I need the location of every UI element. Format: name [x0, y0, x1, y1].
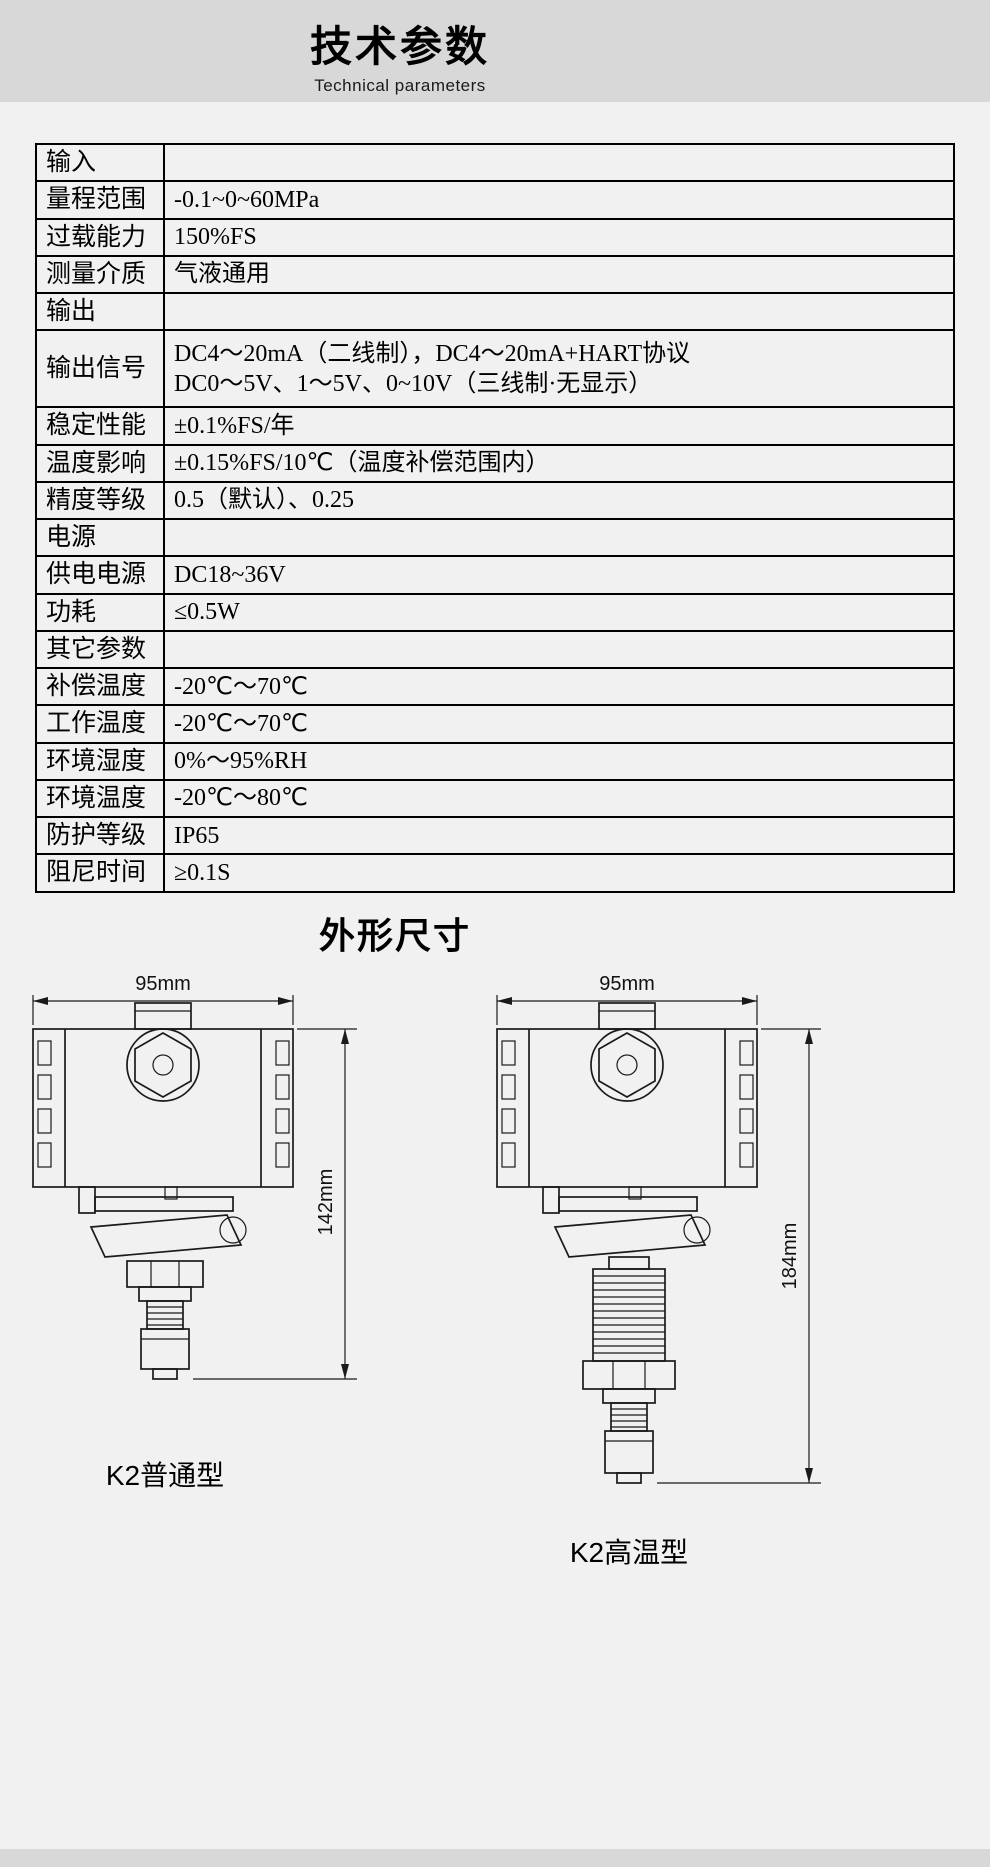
spec-value [163, 291, 955, 332]
spec-row: 电源 [35, 517, 955, 558]
spec-label: 测量介质 [35, 254, 165, 295]
width-dimension: 95mm [496, 973, 758, 1025]
spec-label: 供电电源 [35, 555, 165, 595]
spec-label: 输入 [35, 142, 165, 183]
page-subtitle: Technical parameters [314, 75, 486, 95]
spec-value: -20℃～70℃ [163, 704, 955, 744]
width-dimension-label: 95mm [599, 973, 655, 995]
spec-row: 输入 [35, 142, 955, 183]
width-dimension: 95mm [32, 973, 294, 1025]
spec-row: 其它参数 [35, 629, 955, 670]
height-dimension-label: 184mm [779, 1222, 801, 1289]
height-dimension-label: 142mm [315, 1168, 337, 1235]
drawing-caption-standard: K2普通型 [105, 1459, 225, 1491]
page-title: 技术参数 [309, 22, 490, 70]
spec-value: 0.5（默认）、0.25 [163, 480, 955, 521]
spec-label: 输出信号 [35, 329, 165, 409]
spec-value: DC18~36V [163, 555, 955, 595]
spec-value: -20℃～80℃ [163, 778, 955, 819]
spec-label: 输出 [35, 291, 165, 332]
spec-value [163, 629, 955, 670]
spec-label: 功耗 [35, 592, 165, 632]
k2-hightemp-drawing: 95mm [496, 973, 821, 1484]
spec-label: 量程范围 [35, 180, 165, 220]
width-dimension-label: 95mm [135, 973, 191, 995]
spec-value: ≤0.5W [163, 592, 955, 632]
drawing-k2-hightemp: 95mm [479, 965, 831, 1571]
spec-value: IP65 [163, 815, 955, 856]
spec-value: ±0.15%FS/10℃（温度补偿范围内） [163, 443, 955, 483]
spec-label: 防护等级 [35, 815, 165, 856]
drawing-k2-standard: 95mm [15, 965, 367, 1571]
spec-row: 功耗≤0.5W [35, 592, 955, 632]
spec-row: 补偿温度-20℃～70℃ [35, 666, 955, 707]
process-connection-hightemp [542, 1185, 711, 1484]
height-dimension: 184mm [657, 1027, 821, 1484]
spec-label: 环境温度 [35, 778, 165, 819]
height-dimension: 142mm [193, 1027, 357, 1380]
k2-standard-drawing: 95mm [32, 973, 357, 1380]
process-connection [78, 1185, 247, 1380]
spec-row: 量程范围-0.1~0~60MPa [35, 180, 955, 220]
spec-label: 电源 [35, 517, 165, 558]
spec-label: 过载能力 [35, 217, 165, 257]
spec-label: 补偿温度 [35, 666, 165, 707]
spec-label: 精度等级 [35, 480, 165, 521]
dimensions-title: 外形尺寸 [318, 914, 471, 956]
header-title-block: 技术参数 Technical parameters [310, 7, 490, 96]
spec-label: 环境湿度 [35, 741, 165, 781]
transmitter-housing [32, 1001, 294, 1188]
transmitter-housing [496, 1001, 758, 1188]
spec-value: 气液通用 [163, 254, 955, 295]
spec-value: -0.1~0~60MPa [163, 180, 955, 220]
spec-value [163, 142, 955, 183]
spec-label: 工作温度 [35, 704, 165, 744]
drawings-row: 95mm [0, 965, 990, 1571]
spec-value: DC4～20mA（二线制），DC4～20mA+HART协议 DC0～5V、1～5… [163, 329, 955, 409]
footer-band [0, 1849, 990, 1867]
spec-label: 阻尼时间 [35, 853, 165, 893]
spec-value [163, 517, 955, 558]
spec-row: 温度影响±0.15%FS/10℃（温度补偿范围内） [35, 443, 955, 483]
spec-value: 150%FS [163, 217, 955, 257]
spec-row: 环境温度-20℃～80℃ [35, 778, 955, 819]
spec-label: 稳定性能 [35, 406, 165, 446]
spec-label: 其它参数 [35, 629, 165, 670]
spec-row: 输出 [35, 291, 955, 332]
drawing-caption-hightemp: K2高温型 [569, 1536, 689, 1568]
header-band: 技术参数 Technical parameters [0, 0, 990, 102]
spec-value: ±0.1%FS/年 [163, 406, 955, 446]
spec-row: 阻尼时间≥0.1S [35, 853, 955, 893]
spec-value: -20℃～70℃ [163, 666, 955, 707]
spec-row: 工作温度-20℃～70℃ [35, 704, 955, 744]
spec-row: 测量介质气液通用 [35, 254, 955, 295]
spec-row: 稳定性能±0.1%FS/年 [35, 406, 955, 446]
spec-value: ≥0.1S [163, 853, 955, 893]
spec-label: 温度影响 [35, 443, 165, 483]
spec-value: 0%～95%RH [163, 741, 955, 781]
